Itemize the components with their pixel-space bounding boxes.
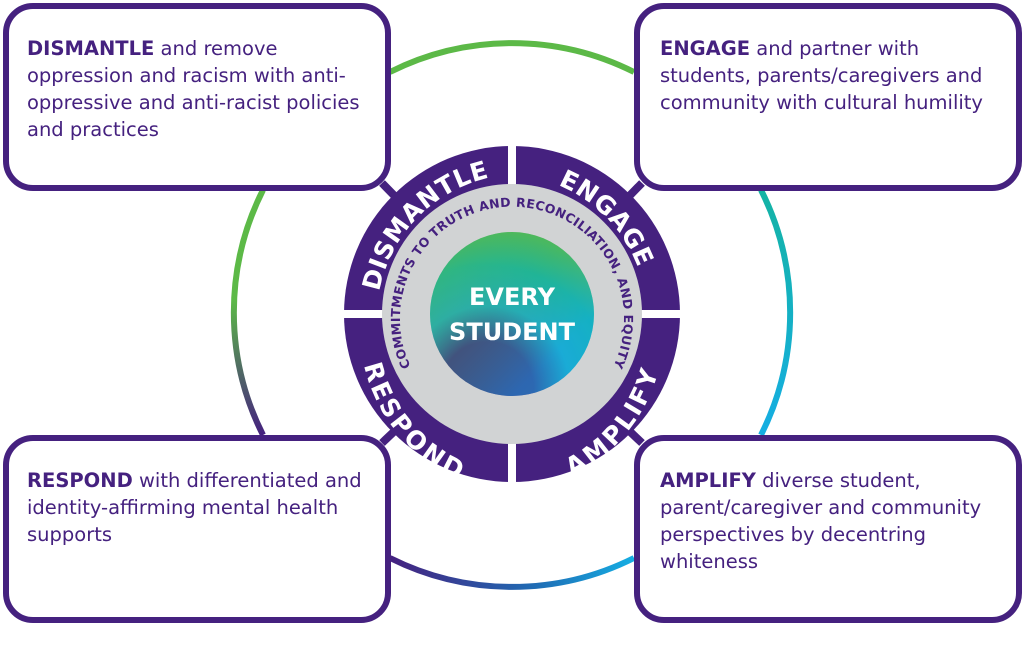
- respond-description-box: RESPOND with differentiated and identity…: [3, 435, 391, 623]
- dismantle-description: and remove oppression and racism with an…: [27, 37, 360, 141]
- amplify-keyword: AMPLIFY: [660, 469, 756, 492]
- outer-ring-arc-top: [388, 40, 636, 75]
- amplify-description: diverse student, parent/caregiver and co…: [660, 469, 982, 573]
- center-label-line1: EVERY: [469, 283, 556, 311]
- dismantle-keyword: DISMANTLE: [27, 37, 155, 60]
- respond-description: with differentiated and identity-affirmi…: [27, 469, 362, 546]
- respond-keyword: RESPOND: [27, 469, 133, 492]
- wheel-divider-vertical-bottom: [508, 414, 516, 486]
- dismantle-description-box: DISMANTLE and remove oppression and raci…: [3, 3, 391, 191]
- outer-ring-arc-left: [230, 188, 266, 437]
- wheel-divider-vertical-top: [508, 144, 516, 214]
- engage-keyword: ENGAGE: [660, 37, 751, 60]
- center-label-line2: STUDENT: [449, 318, 576, 346]
- amplify-description-box: AMPLIFY diverse student, parent/caregive…: [634, 435, 1022, 623]
- wheel-divider-horizontal-left: [342, 310, 414, 318]
- center-circle-overlay: [430, 232, 594, 396]
- engage-description-box: ENGAGE and partner with students, parent…: [634, 3, 1022, 191]
- outer-ring-arc-right: [758, 188, 794, 437]
- engage-description: and partner with students, parents/careg…: [660, 37, 983, 114]
- wheel-divider-horizontal-right: [610, 310, 682, 318]
- outer-ring-arc-bottom: [388, 555, 636, 590]
